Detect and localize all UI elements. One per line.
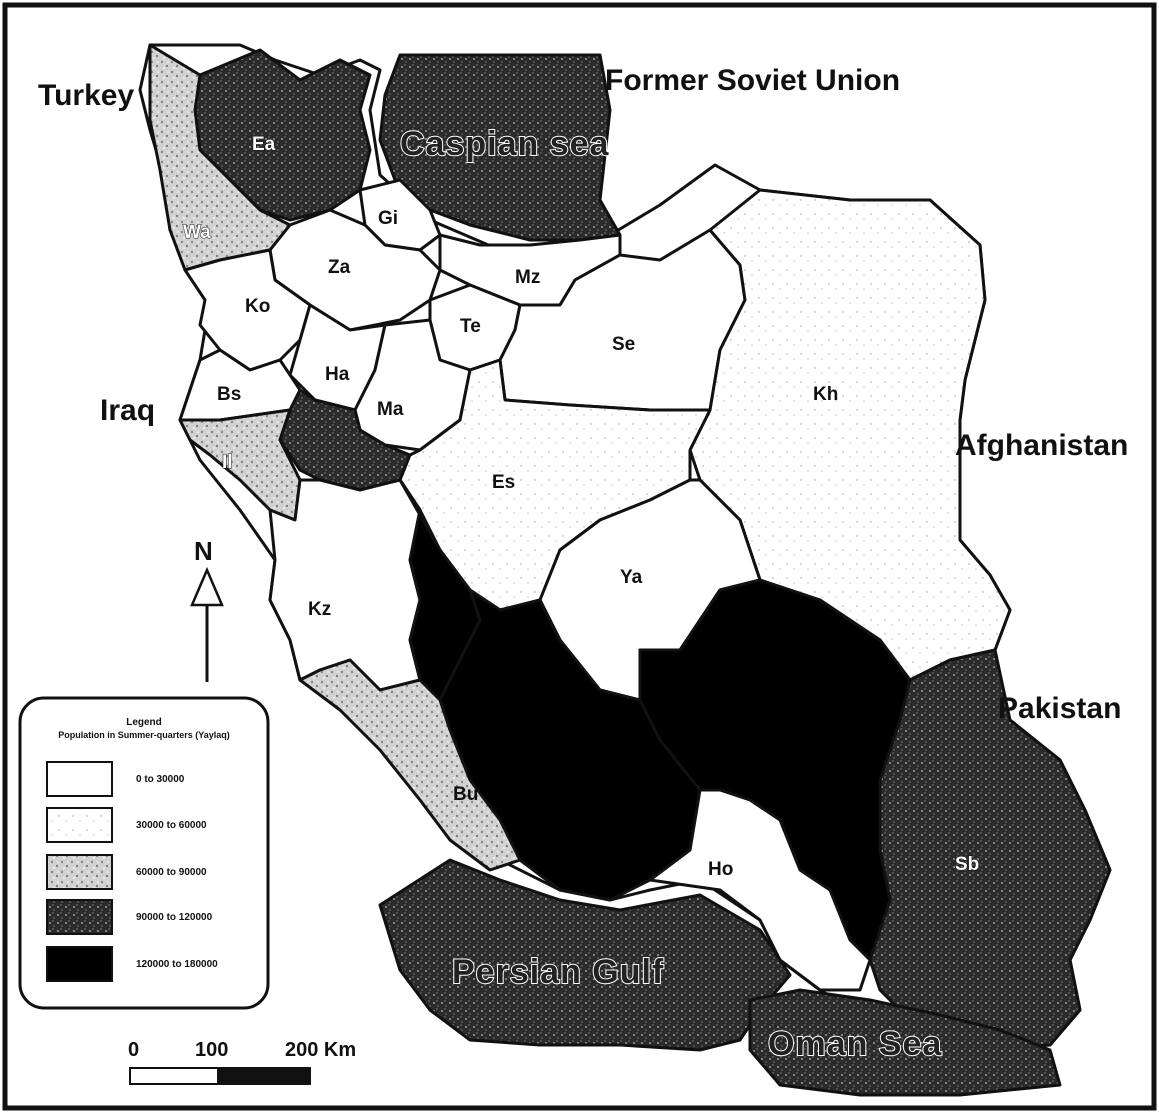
legend-swatch-1 (46, 761, 113, 797)
label-province-kh: Kh (813, 384, 838, 405)
legend-swatch-2 (46, 807, 113, 843)
north-arrow-label: N (194, 536, 213, 566)
legend-swatch-5 (46, 946, 113, 982)
label-province-ko: Ko (245, 296, 270, 317)
label-afghanistan: Afghanistan (955, 429, 1128, 462)
province-ko (183, 248, 312, 372)
scale-bar-white (129, 1067, 219, 1085)
label-iraq: Iraq (100, 394, 155, 427)
label-province-ma: Ma (377, 399, 404, 420)
label-turkey: Turkey (38, 79, 134, 112)
scale-label-0: 0 (128, 1039, 139, 1061)
label-province-gi: Gi (378, 208, 398, 229)
label-province-ya: Ya (620, 567, 643, 588)
legend-label-3: 60000 to 90000 (136, 867, 207, 878)
caspian-sea (378, 53, 622, 242)
label-province-kz: Kz (308, 599, 331, 620)
province-sb (868, 648, 1112, 1052)
label-oman-sea: Oman Sea (768, 1025, 942, 1063)
label-province-ea: Ea (252, 134, 276, 155)
legend-label-5: 120000 to 180000 (136, 959, 218, 970)
province-bu (298, 658, 522, 872)
label-pakistan: Pakistan (998, 692, 1121, 725)
label-province-ho: Ho (708, 859, 733, 880)
legend-label-1: 0 to 30000 (136, 774, 185, 785)
legend-label-4: 90000 to 120000 (136, 912, 213, 923)
province-ho (648, 788, 872, 992)
label-province-il: Il (222, 452, 233, 473)
oman-sea (748, 988, 1062, 1097)
label-former-soviet-union: Former Soviet Union (605, 64, 900, 97)
label-province-bs: Bs (217, 384, 241, 405)
label-province-ha: Ha (325, 364, 350, 385)
scale-label-200: 200 Km (285, 1039, 356, 1061)
legend-subtitle: Population in Summer-quarters (Yaylaq) (58, 730, 230, 740)
label-province-za: Za (328, 257, 351, 278)
label-province-es: Es (492, 472, 515, 493)
scale-bar-black (217, 1067, 311, 1085)
legend-swatch-4 (46, 899, 113, 935)
north-arrow: N (190, 536, 224, 682)
label-province-bu: Bu (453, 784, 478, 805)
scale-label-100: 100 (195, 1039, 228, 1061)
label-caspian-sea: Caspian sea (400, 125, 610, 163)
legend-title: Legend (126, 717, 162, 728)
scale-bar: 0 100 200 Km (128, 1039, 356, 1085)
label-persian-gulf: Persian Gulf (452, 953, 664, 991)
label-province-te: Te (460, 316, 481, 337)
label-province-se: Se (612, 334, 635, 355)
label-province-sb: Sb (955, 854, 979, 875)
label-province-wa: Wa (183, 222, 211, 243)
legend-label-2: 30000 to 60000 (136, 820, 207, 831)
label-province-mz: Mz (515, 267, 540, 288)
legend: Legend Population in Summer-quarters (Ya… (18, 696, 270, 1010)
legend-swatch-3 (46, 854, 113, 890)
